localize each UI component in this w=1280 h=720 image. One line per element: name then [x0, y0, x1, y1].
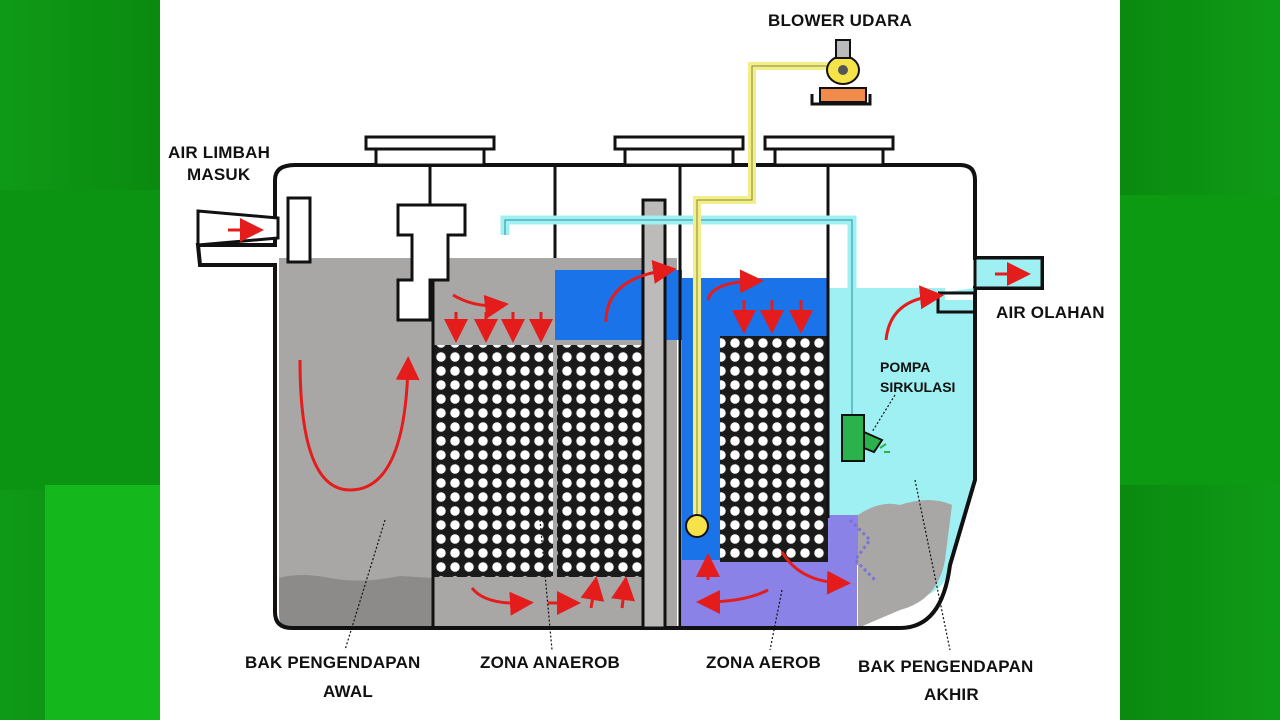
- inlet-pipe: [196, 209, 280, 247]
- anaerobic-media-right: [557, 345, 642, 577]
- blower-label: BLOWER UDARA: [768, 11, 912, 30]
- circulation-pipe-outline: [504, 219, 853, 420]
- diagram-slide: AIR LIMBAH MASUK BLOWER UDARA AIR OLAHAN…: [160, 0, 1120, 720]
- outlet-pipe: [938, 256, 1044, 295]
- aerobic-blue-upper: [682, 278, 828, 338]
- pump-label-line2: SIRKULASI: [880, 379, 955, 395]
- riser-column: [641, 198, 667, 630]
- wastewater-treatment-diagram: AIR LIMBAH MASUK BLOWER UDARA AIR OLAHAN…: [168, 11, 1105, 704]
- tank-outline: [195, 163, 1044, 630]
- tank-bottom-left: [279, 600, 433, 628]
- aerobic-purple-right: [828, 515, 858, 565]
- inlet-label-line1: AIR LIMBAH: [168, 143, 270, 162]
- inlet-label-line2: MASUK: [187, 165, 251, 184]
- aerobic-media: [720, 336, 828, 562]
- partition-walls: [431, 165, 830, 628]
- circulation-pump: [841, 414, 890, 462]
- air-diffuser: [685, 514, 709, 538]
- anaerobic-media-left: [433, 345, 553, 577]
- blower: [810, 39, 872, 106]
- primary-sludge-layer: [279, 575, 433, 600]
- final-settling-label-line1: BAK PENGENDAPAN: [858, 657, 1034, 676]
- aerobic-zone-label: ZONA AEROB: [706, 653, 821, 672]
- final-sludge-bubbles: [848, 518, 877, 582]
- background-left-shade: [0, 190, 160, 490]
- air-pipe-edge: [696, 65, 843, 522]
- anaerobic-zone-label: ZONA ANAEROB: [480, 653, 620, 672]
- flow-arrows: [228, 218, 1031, 616]
- anaerobic-upper-blue: [555, 270, 640, 340]
- background-left-lower: [45, 485, 160, 720]
- primary-settling-label-line1: BAK PENGENDAPAN: [245, 653, 421, 672]
- background-right-lower: [1120, 195, 1280, 485]
- leader-lines: [344, 394, 951, 651]
- outlet-label: AIR OLAHAN: [996, 303, 1105, 322]
- t-pipes: [286, 165, 467, 322]
- final-sludge: [858, 500, 952, 628]
- final-settling-label-line2: AKHIR: [924, 685, 979, 704]
- primary-settling-label-line2: AWAL: [323, 682, 373, 701]
- pump-label-line1: POMPA: [880, 359, 930, 375]
- manhole-covers: [364, 135, 895, 167]
